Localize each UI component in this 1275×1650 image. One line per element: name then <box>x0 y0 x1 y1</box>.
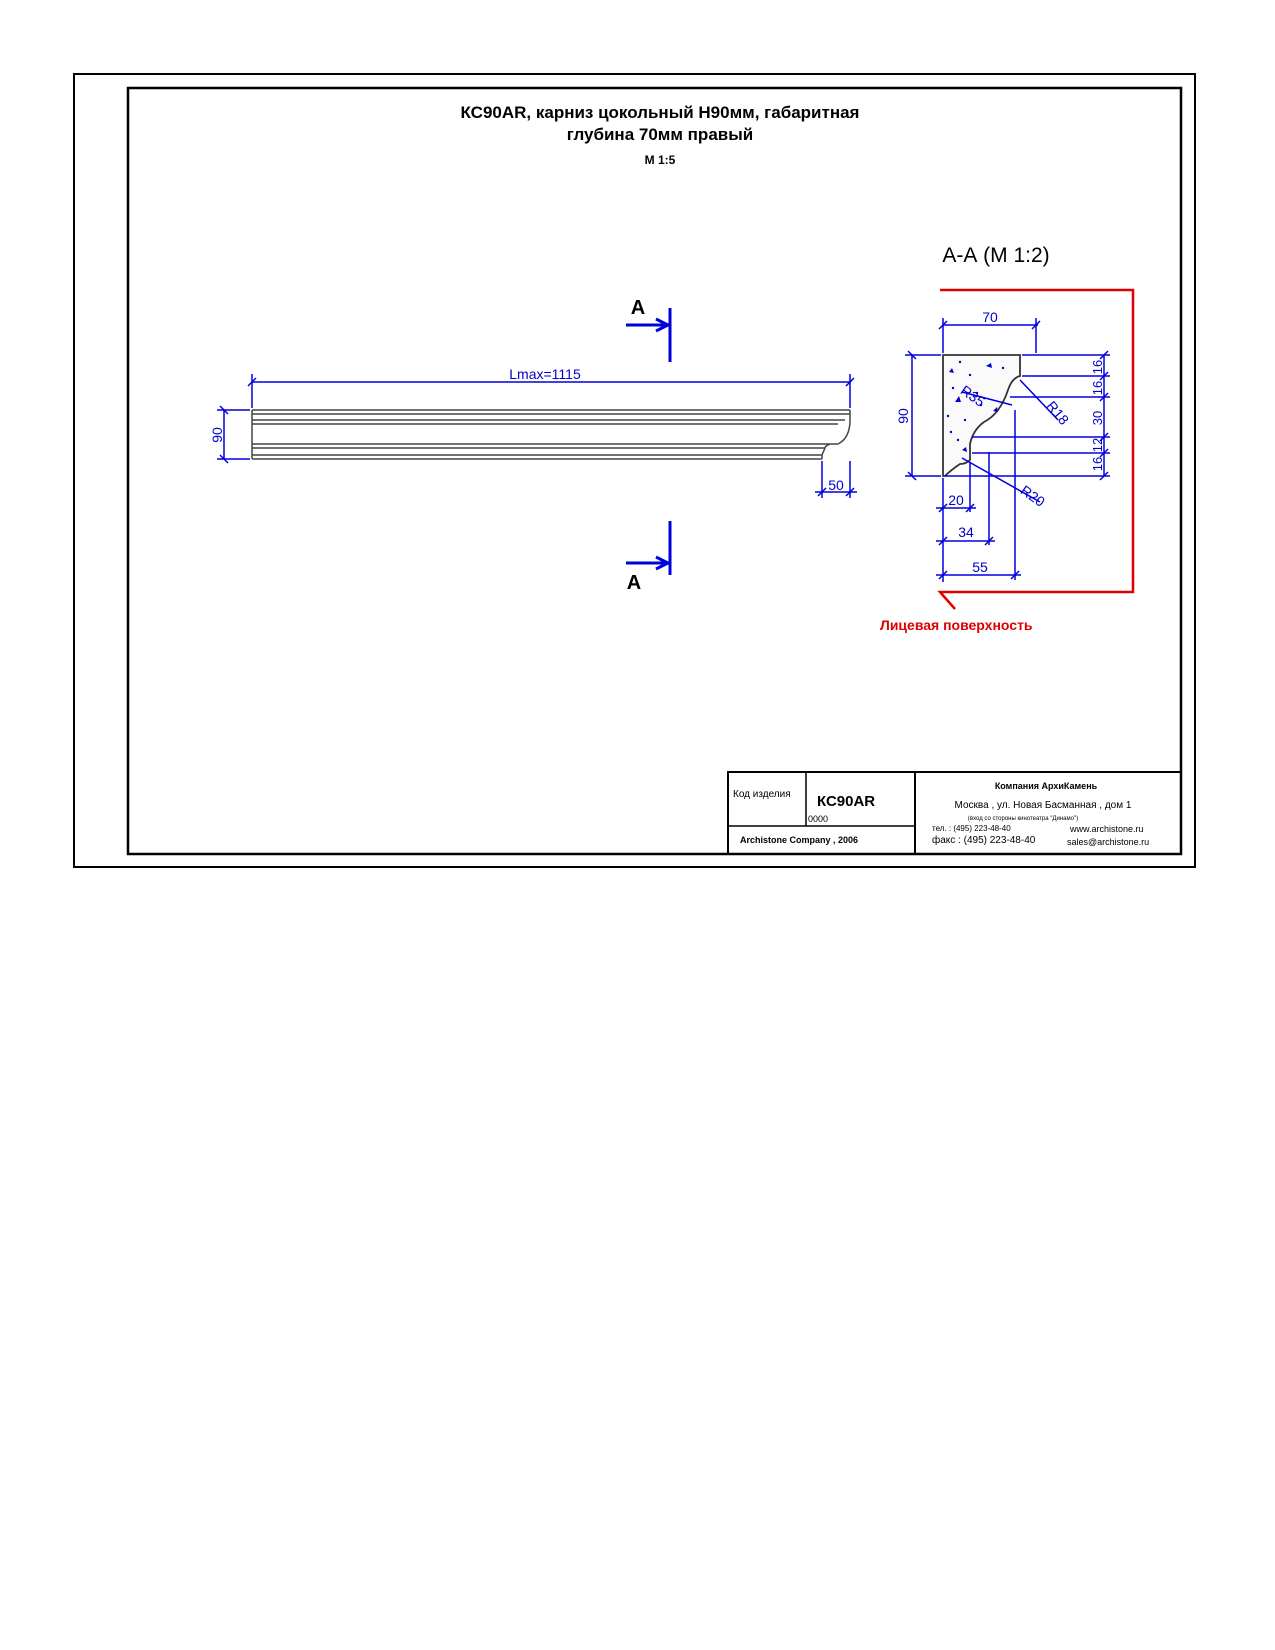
section-width-label: 70 <box>982 309 998 325</box>
company-fax: факс : (495) 223-48-40 <box>932 834 1036 846</box>
company-name: Компания АрхиКамень <box>995 781 1098 791</box>
right-dim-1: 16 <box>1090 360 1105 374</box>
address-note: (вход со стороны кинотеатра "Динамо") <box>968 816 1078 822</box>
product-code-value: КС90AR <box>817 793 875 810</box>
product-code-label: Код изделия <box>733 789 791 800</box>
right-dim-5: 16 <box>1090 457 1105 471</box>
section-height-label: 90 <box>895 408 911 424</box>
title-block: Код изделия КС90AR 0000 Archistone Compa… <box>727 771 1182 855</box>
copyright: Archistone Company , 2006 <box>740 835 858 845</box>
side-bottom-label: 50 <box>828 477 844 493</box>
right-dim-3: 30 <box>1090 411 1105 425</box>
drawing-title-line1: КС90AR, карниз цокольный Н90мм, габаритн… <box>461 103 860 122</box>
company-email: sales@archistone.ru <box>1067 837 1149 847</box>
company-address: Москва , ул. Новая Басманная , дом 1 <box>955 800 1132 811</box>
inner-frame <box>126 86 1183 856</box>
face-surface-label: Лицевая поверхность <box>880 617 1033 633</box>
length-dimension-label: Lmax=1115 <box>509 366 581 382</box>
side-height-label: 90 <box>209 427 225 443</box>
company-tel: тел. : (495) 223-48-40 <box>932 824 1011 833</box>
section-title: А-А (М 1:2) <box>942 244 1049 267</box>
cornice-profile-side <box>251 409 851 460</box>
face-surface-line <box>937 288 1135 610</box>
radius-r20: R20 <box>1018 482 1048 510</box>
bottom-dim-20: 20 <box>948 492 964 508</box>
bottom-dim-55: 55 <box>972 559 988 575</box>
cornice-cross-section <box>942 354 1021 477</box>
drawing-scale: М 1:5 <box>645 153 676 167</box>
section-mark-top: А <box>631 297 645 319</box>
section-mark-bottom: А <box>627 572 641 594</box>
side-view: Lmax=1115 90 50 А А <box>209 297 857 594</box>
bottom-dim-34: 34 <box>958 524 974 540</box>
product-number: 0000 <box>808 814 828 824</box>
concrete-hatch <box>946 360 1005 452</box>
radius-r18: R18 <box>1043 398 1072 428</box>
company-website: www.archistone.ru <box>1069 824 1144 834</box>
right-dim-4: 12 <box>1090 438 1105 452</box>
section-view: А-А (М 1:2) Лицевая поверхность <box>880 244 1135 633</box>
outer-frame <box>73 73 1196 868</box>
right-dim-2: 16 <box>1090 381 1105 395</box>
drawing-title-line2: глубина 70мм правый <box>567 125 753 144</box>
